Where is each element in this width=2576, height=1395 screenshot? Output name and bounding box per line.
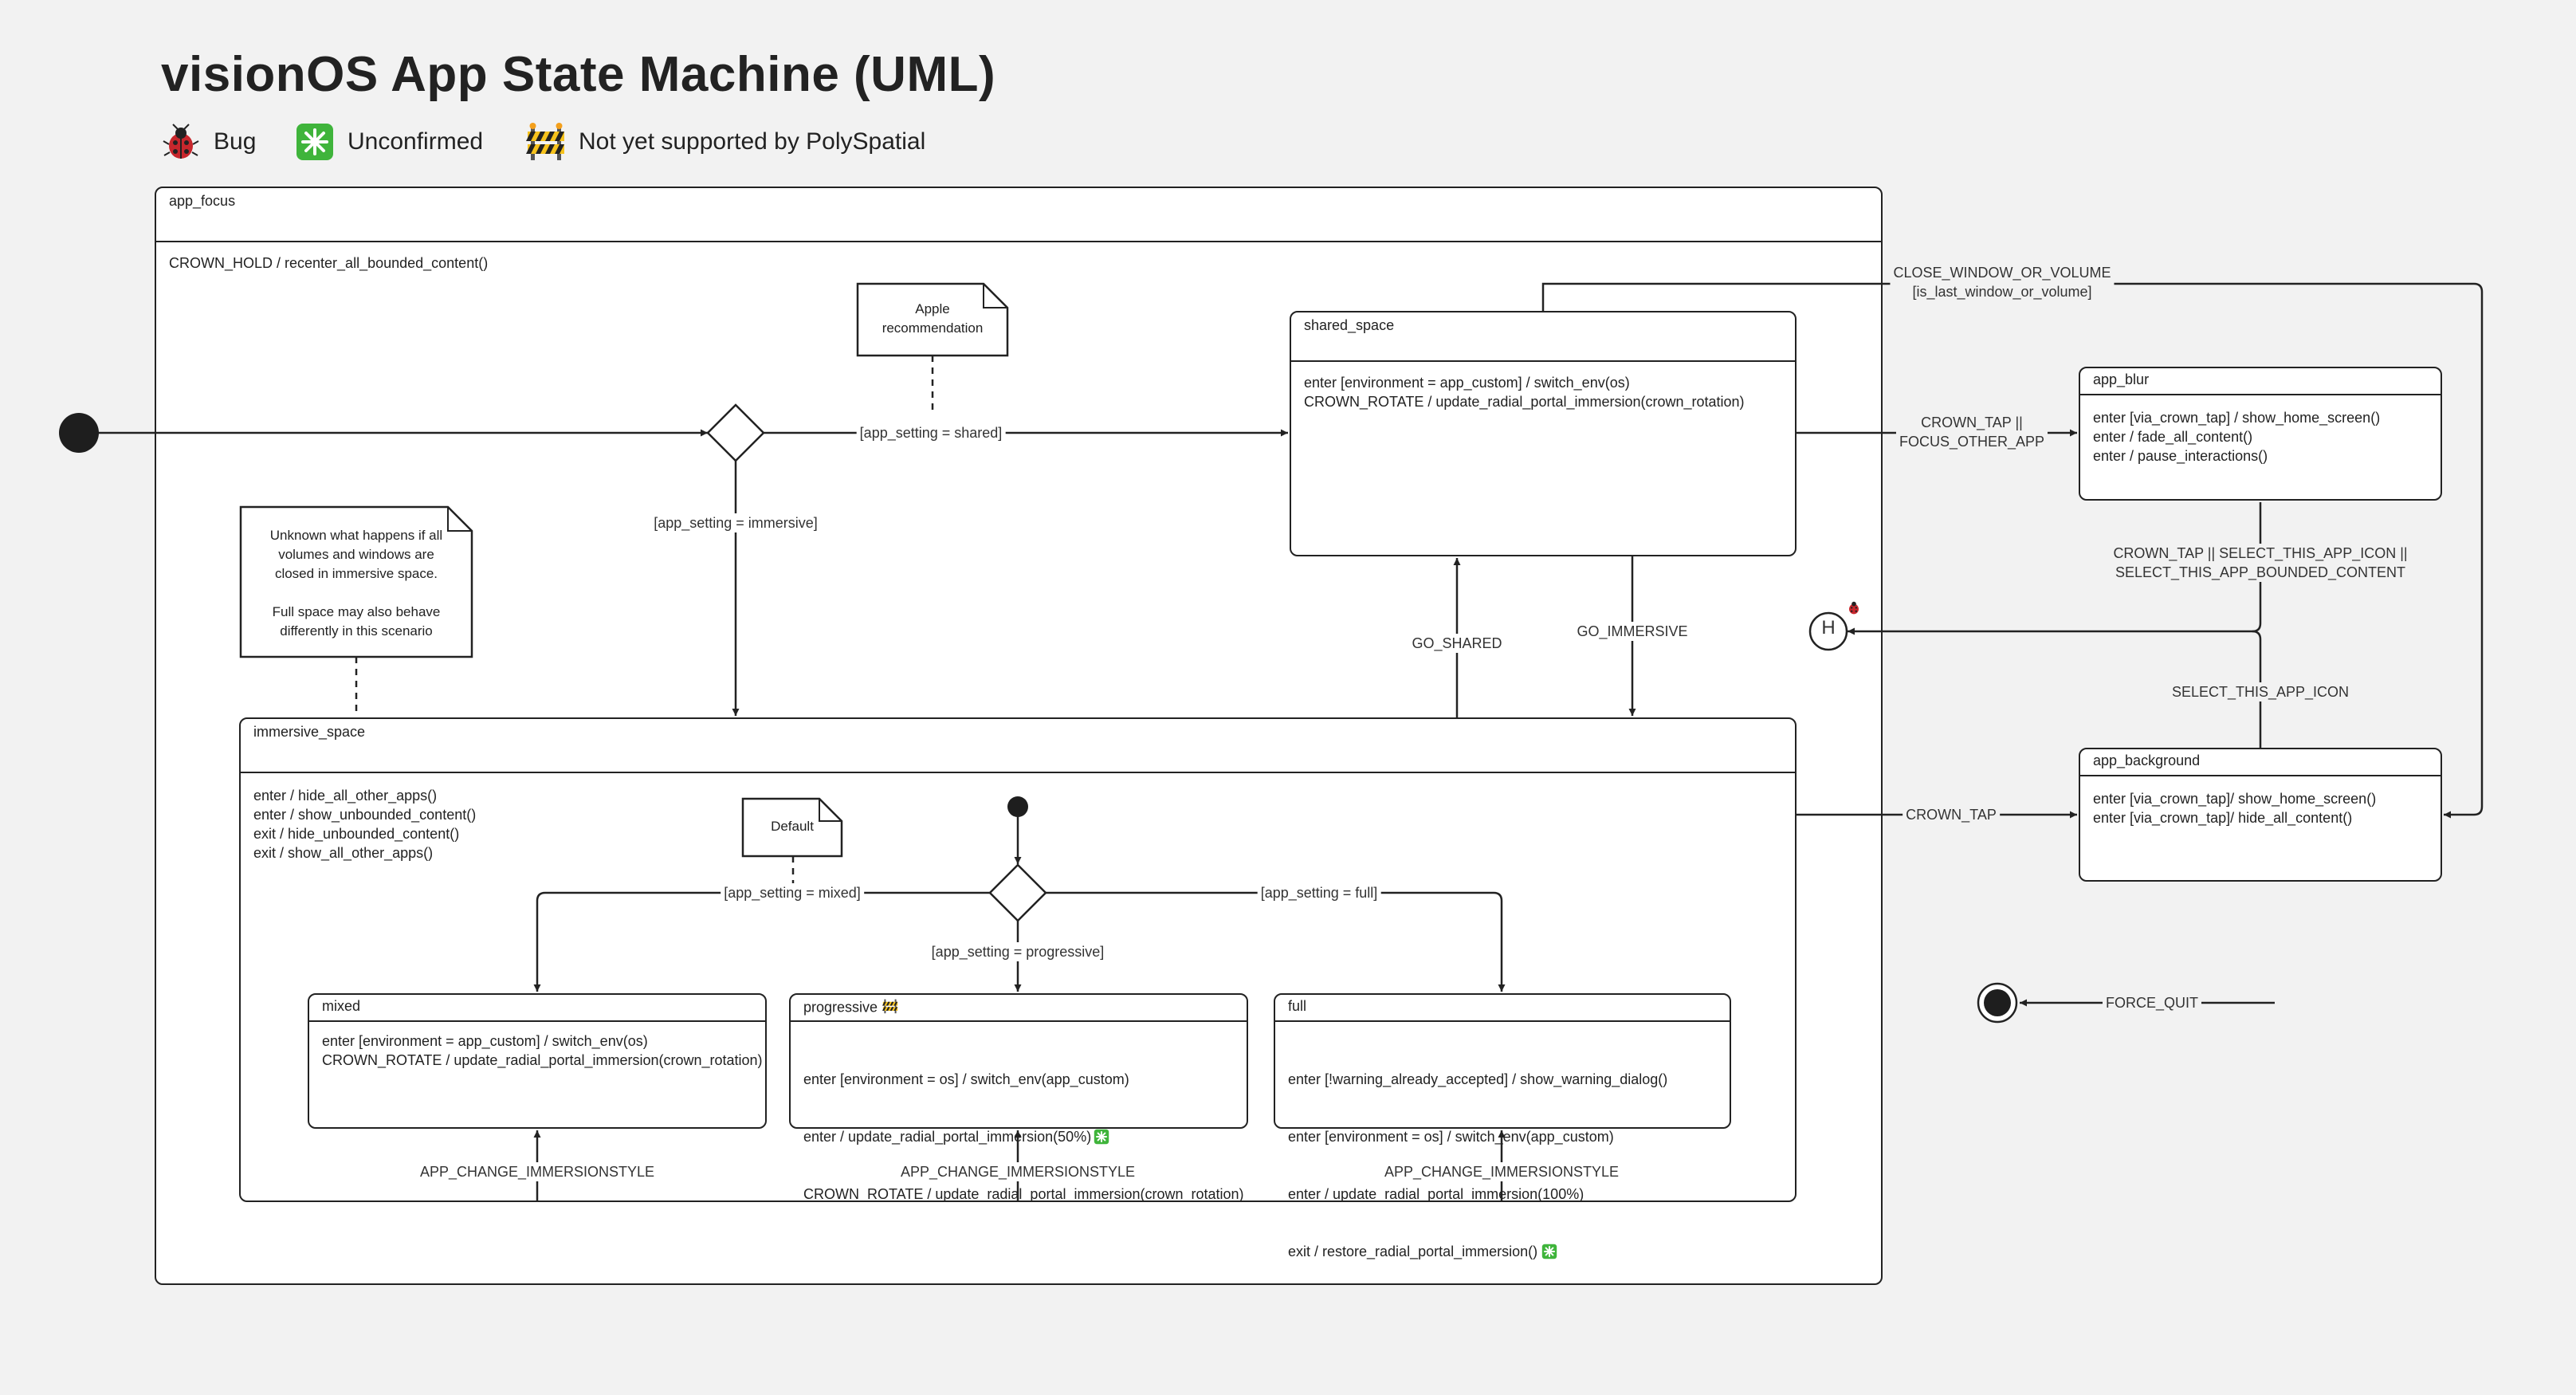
label-line: FOCUS_OTHER_APP bbox=[1899, 434, 2045, 450]
app-blur-state: app_blur enter [via_crown_tap] / show_ho… bbox=[2079, 367, 2442, 501]
transition-label-focus-other-app: CROWN_TAP || FOCUS_OTHER_APP bbox=[1895, 413, 2048, 451]
note-fold bbox=[447, 507, 472, 532]
label-line: [is_last_window_or_volume] bbox=[1912, 284, 2092, 300]
label-line: CROWN_TAP || bbox=[1921, 415, 2023, 430]
construction-barrier-icon bbox=[526, 122, 566, 162]
history-label: H bbox=[1821, 617, 1836, 639]
state-line: enter / update_radial_portal_immersion(1… bbox=[1288, 1186, 1584, 1202]
state-line: CROWN_ROTATE / update_radial_portal_imme… bbox=[803, 1186, 1244, 1202]
state-name: app_background bbox=[2080, 749, 2441, 776]
transition-to-mixed bbox=[533, 891, 990, 992]
progressive-state: progressive enter [environment = os] / s… bbox=[789, 993, 1248, 1202]
transition-label-full: [app_setting = full] bbox=[1257, 883, 1381, 902]
transition-label-mixed: [app_setting = mixed] bbox=[721, 883, 864, 902]
state-body: enter [environment = os] / switch_env(ap… bbox=[803, 1032, 1244, 1242]
inner-choice-diamond bbox=[988, 863, 1047, 922]
transition-label-crown-tap: CROWN_TAP bbox=[1903, 805, 2000, 824]
transition-background-to-history bbox=[2252, 630, 2262, 748]
shared-space-state: shared_space enter [environment = app_cu… bbox=[1290, 311, 1797, 556]
mixed-state: mixed enter [environment = app_custom] /… bbox=[308, 993, 767, 1129]
state-name: full bbox=[1275, 995, 1730, 1022]
state-name: immersive_space bbox=[241, 719, 1795, 773]
state-name: progressive bbox=[803, 999, 878, 1016]
state-name: shared_space bbox=[1291, 312, 1795, 362]
state-header: progressive bbox=[791, 995, 1247, 1022]
transition-label-change-style-progressive: APP_CHANGE_IMMERSIONSTYLE bbox=[897, 1162, 1139, 1181]
state-body: enter [via_crown_tap]/ show_home_screen(… bbox=[2093, 791, 2377, 826]
state-line: enter / update_radial_portal_immersion(5… bbox=[803, 1129, 1092, 1145]
transition-label-progressive: [app_setting = progressive] bbox=[928, 942, 1108, 961]
state-body: enter / hide_all_other_apps() enter / sh… bbox=[253, 788, 477, 861]
note-unknown bbox=[239, 505, 473, 658]
history-pseudostate bbox=[1808, 611, 1848, 651]
legend-label: Bug bbox=[214, 128, 257, 155]
state-name: app_blur bbox=[2080, 368, 2441, 395]
transition-label-close-window: CLOSE_WINDOW_OR_VOLUME [is_last_window_o… bbox=[1890, 263, 2115, 301]
final-state-core bbox=[1984, 989, 2011, 1016]
transition-close-window bbox=[1541, 282, 2484, 819]
state-line: enter [!warning_already_accepted] / show… bbox=[1288, 1071, 1668, 1087]
choice-diamond bbox=[706, 403, 765, 462]
note-unknown-text: Unknown what happens if all volumes and … bbox=[269, 528, 443, 639]
note-apple-text: Apple recommendation bbox=[882, 301, 984, 336]
state-line-row: enter / update_radial_portal_immersion(5… bbox=[803, 1127, 1244, 1146]
transition-label-immersive: [app_setting = immersive] bbox=[650, 513, 821, 532]
transition-label-select-app-icon: SELECT_THIS_APP_ICON bbox=[2168, 682, 2353, 701]
legend-not-supported: Not yet supported by PolySpatial bbox=[526, 120, 925, 164]
state-line: enter [environment = os] / switch_env(ap… bbox=[1288, 1129, 1614, 1145]
label-line: CROWN_TAP || SELECT_THIS_APP_ICON || bbox=[2113, 545, 2408, 561]
legend-label: Unconfirmed bbox=[348, 128, 484, 155]
note-fold bbox=[819, 799, 842, 822]
state-body: enter [environment = app_custom] / switc… bbox=[322, 1033, 763, 1068]
note-default-text: Default bbox=[771, 819, 814, 834]
transition-label-force-quit: FORCE_QUIT bbox=[2102, 993, 2202, 1012]
state-body: enter [environment = app_custom] / switc… bbox=[1304, 375, 1745, 410]
ladybug-icon bbox=[1849, 601, 1859, 615]
state-line-row: exit / restore_radial_portal_immersion() bbox=[1288, 1242, 1667, 1261]
green-sparkle-icon bbox=[1094, 1129, 1109, 1145]
legend-label: Not yet supported by PolySpatial bbox=[579, 128, 926, 155]
page-title: visionOS App State Machine (UML) bbox=[161, 47, 996, 102]
legend-unconfirmed: Unconfirmed bbox=[295, 120, 483, 164]
transition-to-full bbox=[1046, 891, 1506, 992]
label-line: SELECT_THIS_APP_BOUNDED_CONTENT bbox=[2115, 564, 2406, 580]
app-background-state: app_background enter [via_crown_tap]/ sh… bbox=[2079, 748, 2442, 882]
note-fold bbox=[983, 284, 1007, 308]
state-name: app_focus bbox=[156, 188, 1881, 242]
transition-label-go-immersive: GO_IMMERSIVE bbox=[1573, 622, 1691, 641]
state-body: CROWN_HOLD / recenter_all_bounded_conten… bbox=[169, 255, 489, 271]
state-line: exit / restore_radial_portal_immersion() bbox=[1288, 1244, 1538, 1259]
state-body: enter [via_crown_tap] / show_home_screen… bbox=[2093, 410, 2381, 464]
green-sparkle-icon bbox=[1541, 1244, 1557, 1259]
note-default bbox=[741, 797, 843, 858]
transition-label-change-style-mixed: APP_CHANGE_IMMERSIONSTYLE bbox=[416, 1162, 658, 1181]
initial-pseudostate bbox=[59, 413, 99, 453]
state-name: mixed bbox=[309, 995, 765, 1022]
label-line: CLOSE_WINDOW_OR_VOLUME bbox=[1893, 265, 2111, 281]
transition-label-crown-tap-select: CROWN_TAP || SELECT_THIS_APP_ICON || SEL… bbox=[2110, 544, 2411, 582]
transition-label-change-style-full: APP_CHANGE_IMMERSIONSTYLE bbox=[1380, 1162, 1623, 1181]
legend-bug: Bug bbox=[161, 120, 256, 164]
full-state: full enter [!warning_already_accepted] /… bbox=[1274, 993, 1731, 1259]
inner-initial-pseudostate bbox=[1007, 796, 1028, 817]
state-body: enter [!warning_already_accepted] / show… bbox=[1288, 1032, 1667, 1299]
transition-label-go-shared: GO_SHARED bbox=[1408, 634, 1506, 653]
transition-label-shared: [app_setting = shared] bbox=[856, 423, 1006, 442]
note-apple bbox=[856, 282, 1009, 357]
green-sparkle-icon bbox=[295, 122, 335, 162]
construction-barrier-icon bbox=[882, 998, 899, 1018]
ladybug-icon bbox=[161, 122, 201, 162]
state-line: enter [environment = os] / switch_env(ap… bbox=[803, 1071, 1129, 1087]
